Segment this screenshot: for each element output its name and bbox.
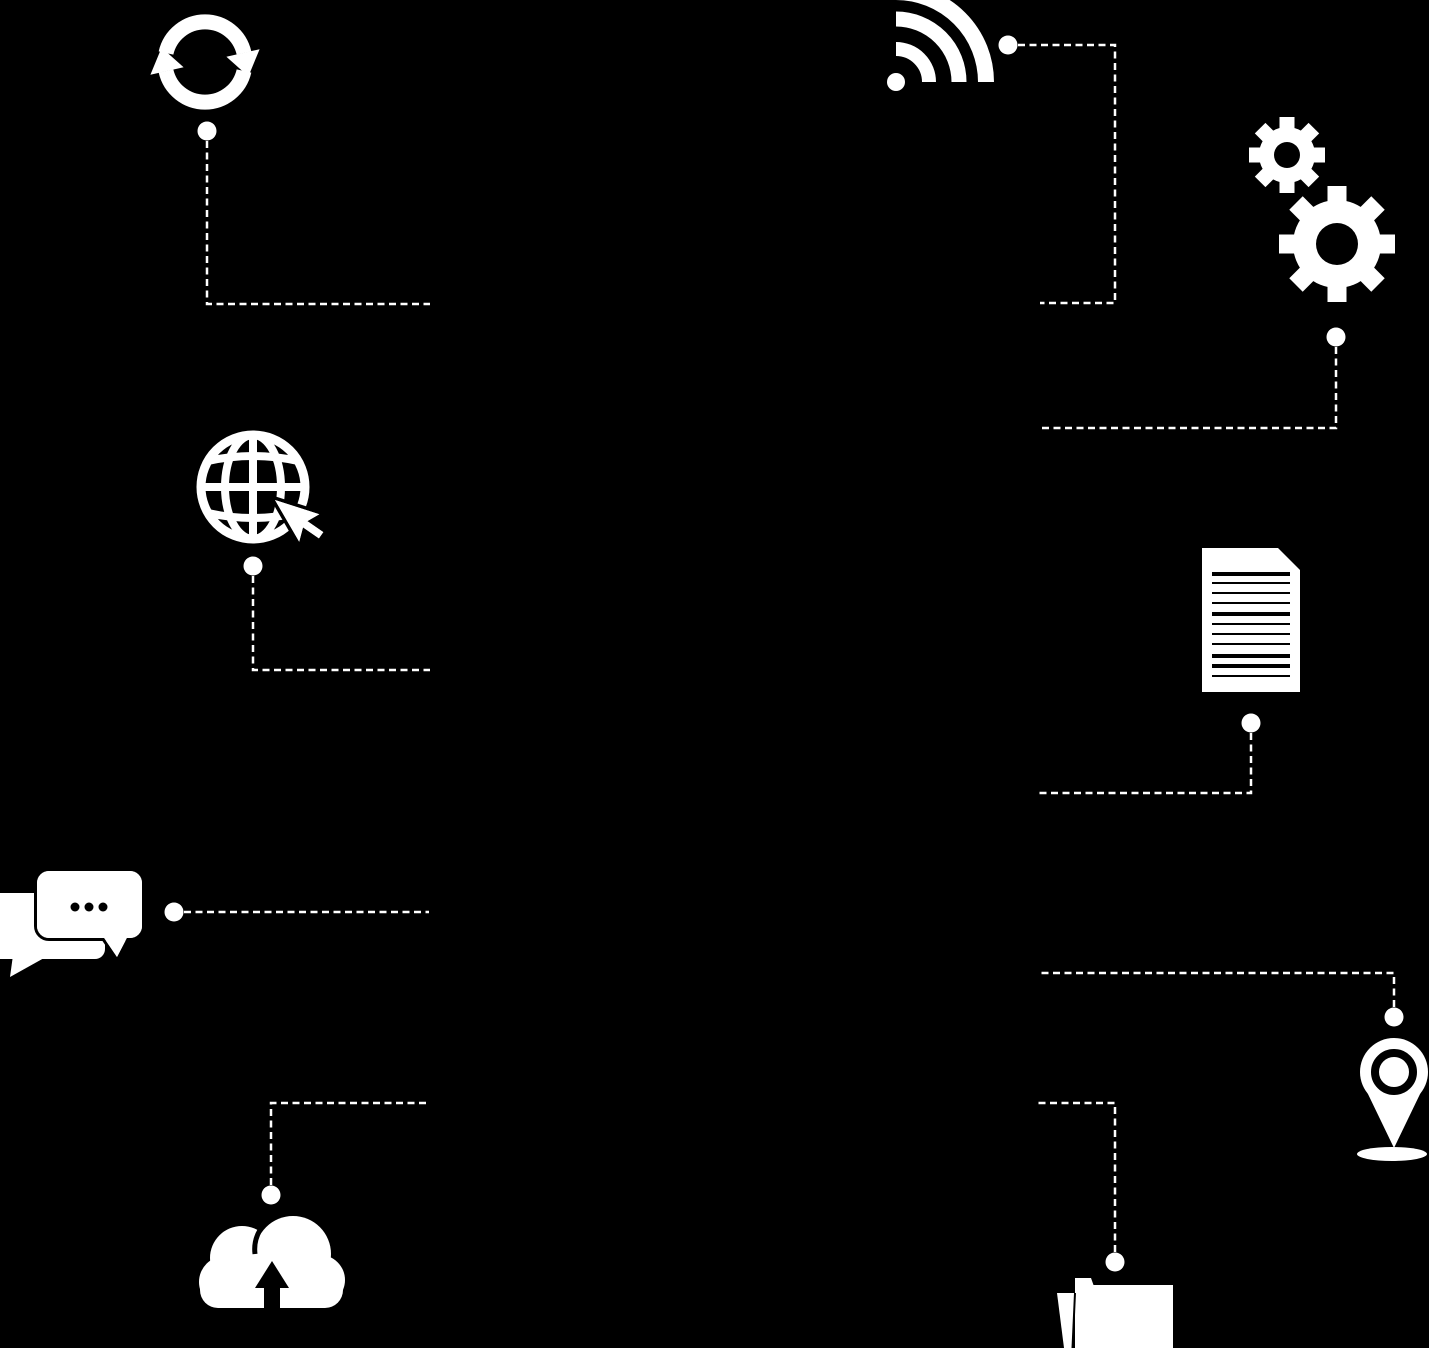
- rss-signal-icon: [887, 0, 994, 91]
- sync-link-dot: [197, 121, 217, 141]
- globe-cursor-icon: [196, 430, 327, 546]
- pin-shadow: [1357, 1147, 1427, 1161]
- document-link-line: [1037, 733, 1253, 795]
- chat-link-dot: [164, 902, 184, 922]
- globe-link-dot: [243, 556, 263, 576]
- rss-link-line: [1018, 43, 1117, 305]
- location-pin-icon: [1357, 1038, 1428, 1161]
- gear-icon: [1279, 186, 1395, 302]
- gear-icon: [1249, 117, 1325, 193]
- folder-icon: [1057, 1278, 1173, 1348]
- sync-arrows-icon: [150, 14, 260, 102]
- document-text-lines: [1212, 572, 1290, 677]
- gears-link-dot: [1326, 327, 1346, 347]
- sync-link-line: [205, 141, 430, 306]
- document-link-dot: [1241, 713, 1261, 733]
- pin-link-line: [1038, 971, 1396, 1007]
- folder-link-dot: [1105, 1252, 1125, 1272]
- globe-link-line: [251, 576, 430, 672]
- rss-link-dot: [998, 35, 1018, 55]
- cloud-link-line: [269, 1101, 430, 1185]
- document-icon: [1202, 548, 1300, 692]
- pin-link-dot: [1384, 1007, 1404, 1027]
- rss-hub-dot: [887, 73, 905, 91]
- gears-link-line: [1039, 347, 1338, 430]
- cloud-link-dot: [261, 1185, 281, 1205]
- folder-link-line: [1038, 1101, 1117, 1252]
- cloud-crease: [252, 1228, 263, 1255]
- connector-layer: [164, 35, 1404, 1272]
- cursor-icon: [271, 496, 327, 546]
- chat-bubbles-icon: [0, 868, 145, 977]
- cloud-upload-icon: [199, 1216, 345, 1308]
- typing-ellipsis: [70, 902, 108, 912]
- upload-arrow-cutout: [255, 1261, 289, 1308]
